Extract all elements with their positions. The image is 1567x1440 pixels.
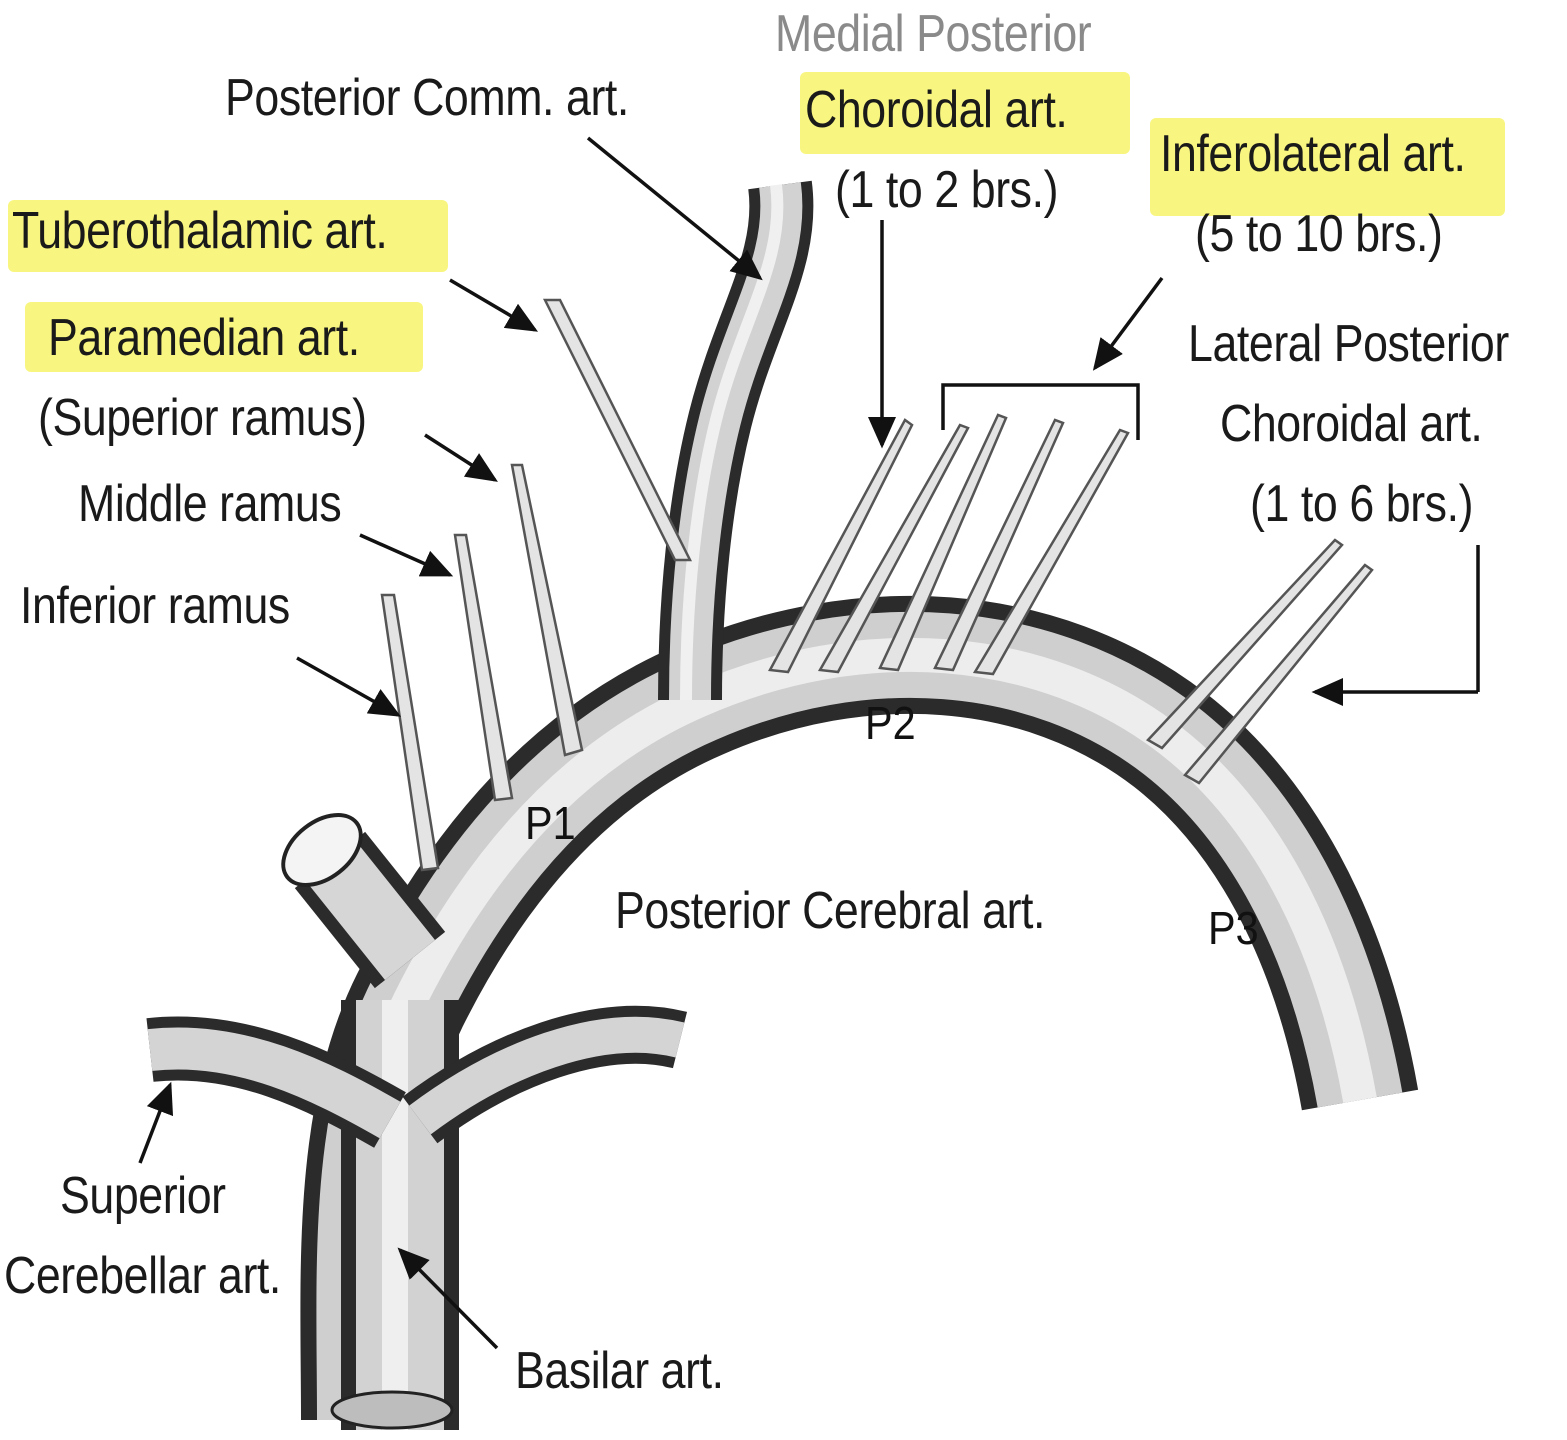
label-medial-branches: (1 to 2 brs.) xyxy=(835,164,1058,216)
label-choroidal-art: Choroidal art. xyxy=(805,84,1067,136)
label-cerebellar: Cerebellar art. xyxy=(4,1250,281,1302)
label-superior-ramus: (Superior ramus) xyxy=(38,392,367,444)
contralateral-stump xyxy=(270,801,410,960)
label-basilar: Basilar art. xyxy=(515,1345,724,1397)
label-lateral-branches: (1 to 6 brs.) xyxy=(1250,478,1473,530)
label-inferolateral: Inferolateral art. xyxy=(1160,128,1465,180)
label-medial-posterior: Medial Posterior xyxy=(775,8,1091,60)
label-posterior-comm: Posterior Comm. art. xyxy=(225,72,629,124)
label-paramedian: Paramedian art. xyxy=(48,312,360,364)
label-inferolateral-branches: (5 to 10 brs.) xyxy=(1195,208,1443,260)
label-lateral-posterior: Lateral Posterior xyxy=(1188,318,1509,370)
segment-p3: P3 xyxy=(1208,905,1259,951)
label-inferior-ramus: Inferior ramus xyxy=(20,580,290,632)
label-tuberothalamic: Tuberothalamic art. xyxy=(12,205,387,257)
label-lateral-choroidal: Choroidal art. xyxy=(1220,398,1482,450)
segment-p2: P2 xyxy=(865,700,916,746)
label-superior: Superior xyxy=(60,1170,226,1222)
label-posterior-cerebral: Posterior Cerebral art. xyxy=(615,885,1045,937)
segment-p1: P1 xyxy=(525,800,576,846)
label-middle-ramus: Middle ramus xyxy=(78,478,341,530)
